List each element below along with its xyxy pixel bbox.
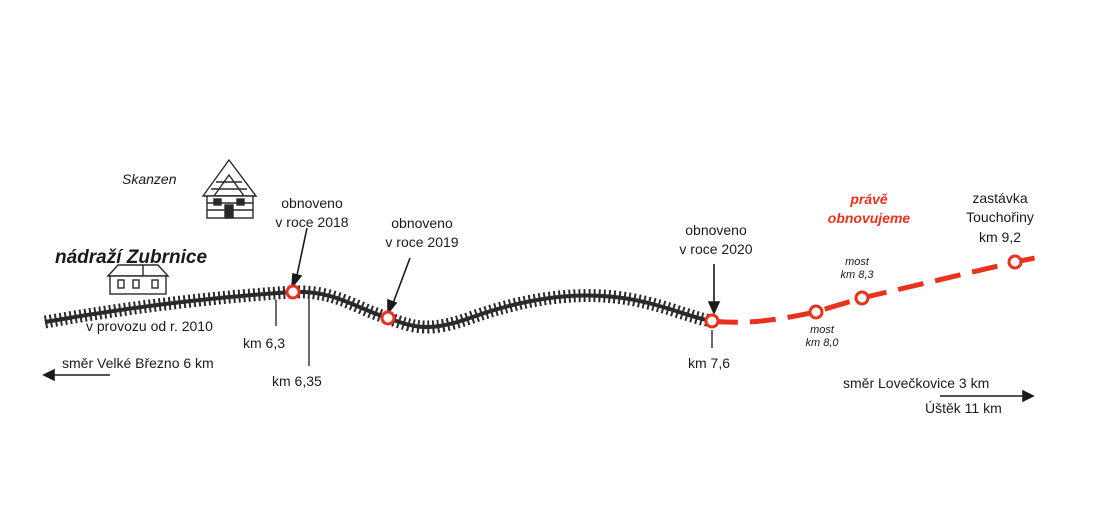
restored-2018-label-2: v roce 2018 <box>275 214 349 230</box>
arrow-2018-head <box>291 272 303 290</box>
direction-west-label: směr Velké Březno 6 km <box>62 355 214 371</box>
bridge-8-3-label-1: most <box>845 256 869 268</box>
marker-2019 <box>380 310 396 326</box>
stop-label-2: Touchořiny <box>966 209 1034 225</box>
km-6-35-label: km 6,35 <box>272 373 322 389</box>
arrow-2018 <box>295 227 308 281</box>
marker-bridge-8-3 <box>854 290 870 306</box>
in-operation-label: v provozu od r. 2010 <box>86 318 213 334</box>
restored-2020-label-2: v roce 2020 <box>679 241 753 257</box>
bridge-8-0-label-1: most <box>810 324 834 336</box>
station-markers <box>285 254 1023 329</box>
marker-bridge-8-0 <box>808 304 824 320</box>
renovation-label-2: obnovujeme <box>827 210 911 226</box>
restored-2020-label-1: obnoveno <box>685 222 747 238</box>
arrow-west-head <box>42 368 55 382</box>
restored-track <box>43 285 714 334</box>
renovation-line <box>711 255 1036 325</box>
restored-2018-label-1: obnoveno <box>281 195 343 211</box>
track-rail <box>44 289 713 329</box>
skanzen-cottage-icon <box>201 158 258 219</box>
marker-stop-touchoriny <box>1007 254 1023 270</box>
renovation-label-1: právě <box>850 191 888 207</box>
arrow-2019 <box>391 257 411 307</box>
direction-east-label-1: směr Lovečkovice 3 km <box>843 375 990 391</box>
direction-arrows <box>42 368 1035 403</box>
pointer-arrows <box>291 227 721 316</box>
restored-2019-label-1: obnoveno <box>391 215 453 231</box>
station-building-icon <box>106 264 170 295</box>
stop-label-3: km 9,2 <box>978 229 1022 245</box>
bridge-8-0-label-2: km 8,0 <box>805 337 839 349</box>
km-7-6-label: km 7,6 <box>688 355 731 371</box>
station-name-label: nádraží Zubrnice <box>55 247 208 268</box>
restored-2019-label-2: v roce 2019 <box>385 234 459 250</box>
km-6-3-label: km 6,3 <box>243 335 286 351</box>
bridge-8-3-label-2: km 8,3 <box>840 269 874 281</box>
arrow-east-head <box>1022 389 1035 403</box>
arrow-2019-head <box>387 298 398 316</box>
renovation-track <box>711 255 1036 325</box>
direction-east-label-2: Úštěk 11 km <box>925 400 1002 416</box>
marker-2018 <box>285 284 301 300</box>
arrow-2020-head <box>707 301 721 315</box>
marker-2020 <box>704 313 720 329</box>
skanzen-label: Skanzen <box>122 171 177 187</box>
stop-label-1: zastávka <box>972 190 1028 206</box>
km-ticks <box>275 298 713 366</box>
